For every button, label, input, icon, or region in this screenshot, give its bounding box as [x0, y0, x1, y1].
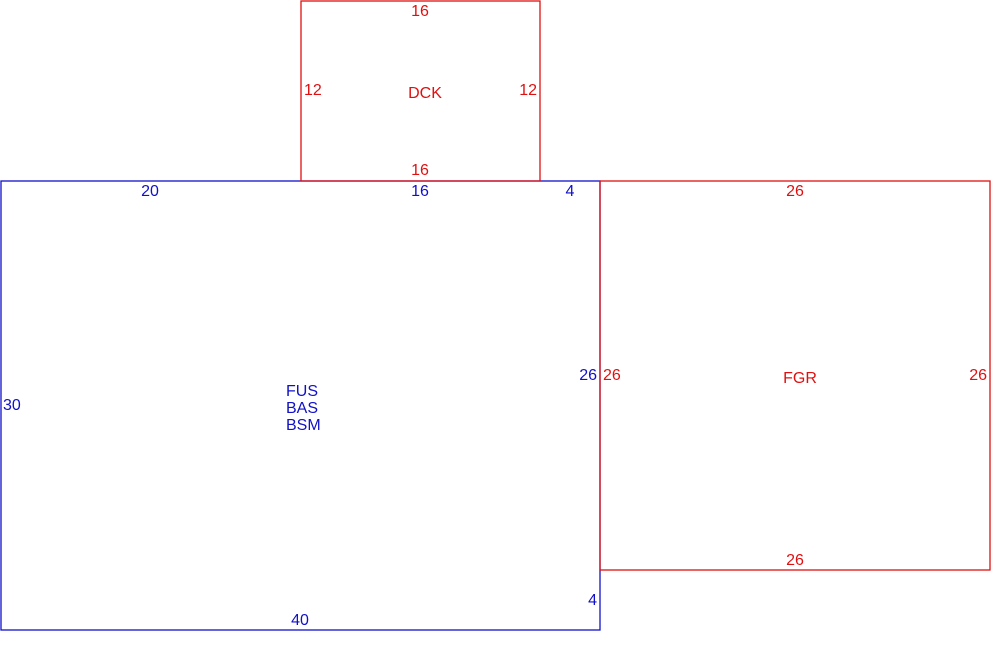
dck-area-outline — [300, 0, 541, 182]
dck-area: 16 16 12 12 DCK — [300, 0, 541, 182]
main-dim-top-left: 20 — [141, 183, 159, 200]
main-dim-right-lower: 4 — [588, 592, 597, 609]
fgr-dim-right: 26 — [969, 367, 987, 384]
main-dim-right-upper: 26 — [579, 367, 597, 384]
fgr-area-outline — [599, 180, 991, 571]
main-dim-bottom: 40 — [291, 612, 309, 629]
main-area: 20 16 4 30 26 4 40 FUS BAS BSM — [0, 180, 601, 631]
main-dim-left: 30 — [3, 397, 21, 414]
main-dim-top-middle: 16 — [411, 183, 429, 200]
dck-code: DCK — [408, 85, 442, 102]
fgr-dim-left: 26 — [603, 367, 621, 384]
fgr-code: FGR — [783, 370, 817, 387]
main-code-1: FUS — [286, 383, 318, 400]
fgr-area: 26 26 26 26 FGR — [599, 180, 991, 571]
dck-dim-bottom: 16 — [411, 162, 429, 179]
dck-dim-top: 16 — [411, 3, 429, 20]
dck-dim-left: 12 — [304, 82, 322, 99]
main-dim-top-right: 4 — [566, 183, 575, 200]
fgr-dim-top: 26 — [786, 183, 804, 200]
dck-dim-right: 12 — [519, 82, 537, 99]
fgr-dim-bottom: 26 — [786, 552, 804, 569]
main-code-2: BAS — [286, 400, 318, 417]
main-code-3: BSM — [286, 417, 321, 434]
